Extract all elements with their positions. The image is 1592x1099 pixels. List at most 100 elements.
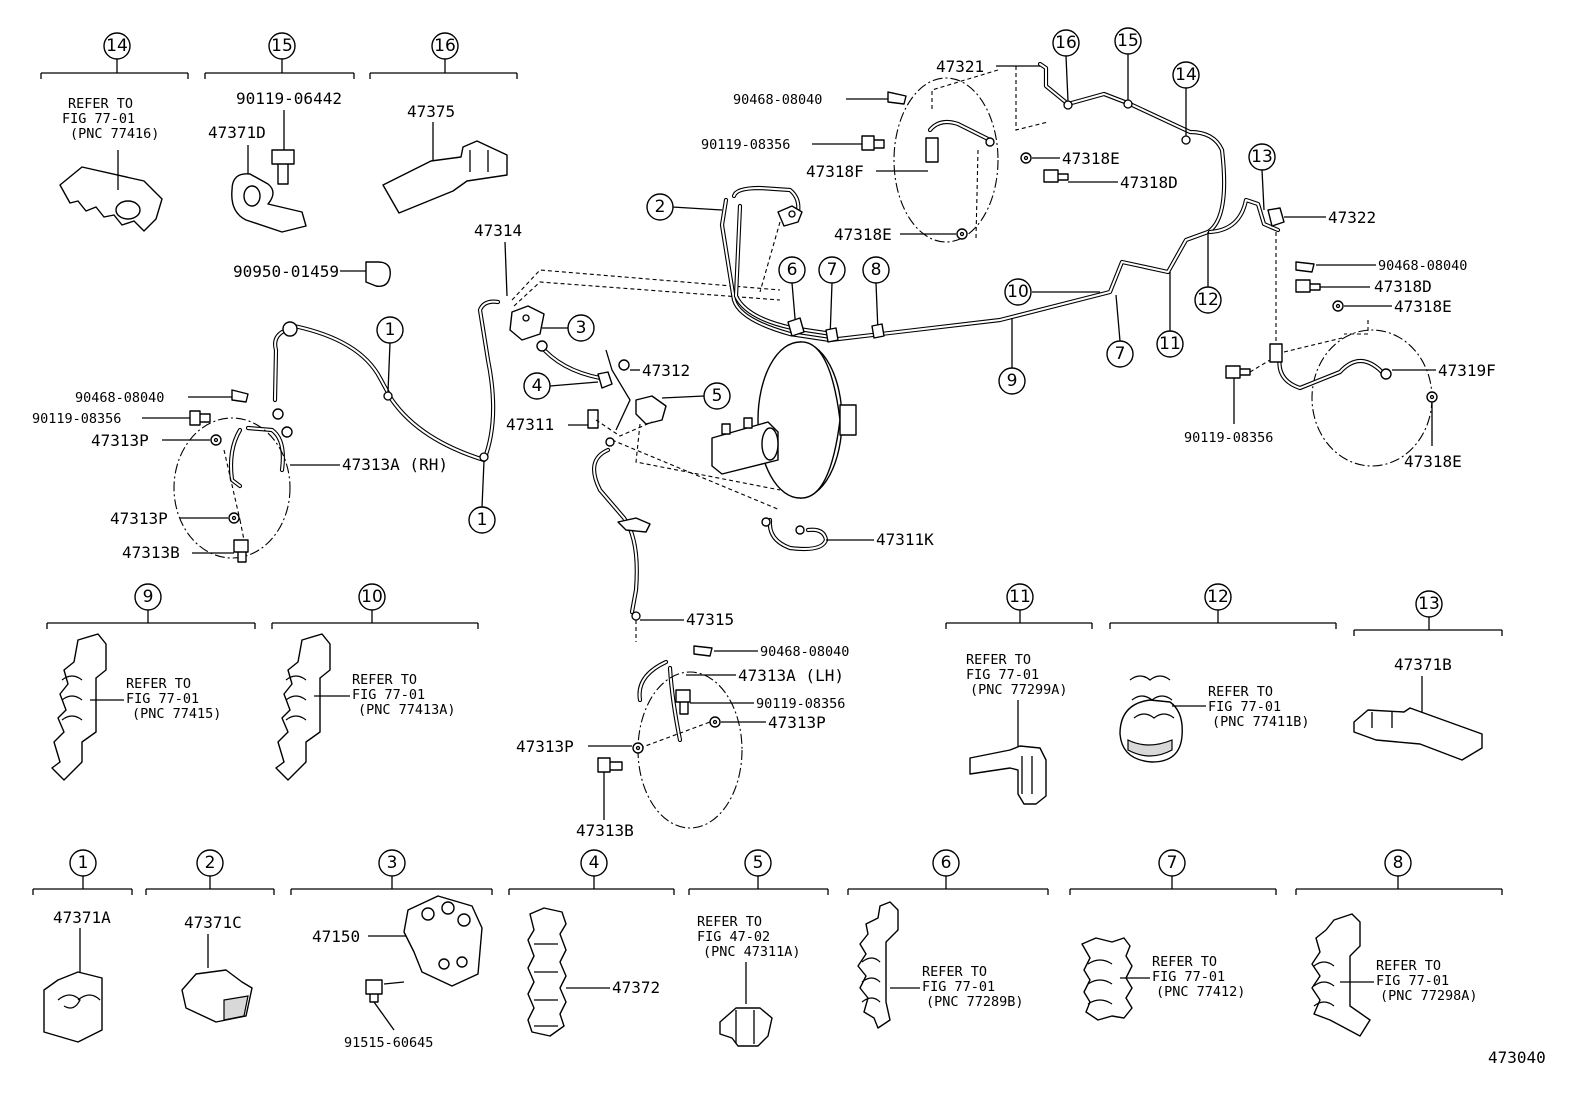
note-fig: FIG 77-01 <box>1376 973 1449 989</box>
callout-number: 14 <box>106 36 128 56</box>
callout-circle <box>468 506 496 534</box>
part-label: 90468-08040 <box>760 644 849 660</box>
part-label: 90468-08040 <box>733 92 822 108</box>
part-label: 47318E <box>1394 297 1452 316</box>
callout-number: 8 <box>871 260 882 280</box>
fitting-icon <box>282 321 298 337</box>
callout-number: 8 <box>1393 853 1404 873</box>
note-fig: FIG 77-01 <box>922 979 995 995</box>
part-label: 47371D <box>208 123 266 142</box>
block-icon <box>509 305 545 341</box>
bolt-icon <box>861 135 885 151</box>
callout-number: 5 <box>712 386 723 406</box>
callout-number: 1 <box>78 853 89 873</box>
callout-circle <box>103 32 131 60</box>
callout-number: 15 <box>1117 31 1139 51</box>
part-label: 47314 <box>474 221 522 240</box>
part-label: 47318E <box>1062 149 1120 168</box>
bolt-icon <box>597 757 623 773</box>
note-pnc: (PNC 77415) <box>132 706 221 722</box>
callout-circle <box>378 849 406 877</box>
bolt-icon <box>233 539 249 563</box>
brake-booster: 47311K <box>711 341 934 552</box>
note-pnc: (PNC 77411B) <box>1212 714 1310 730</box>
callout-circle <box>1114 27 1142 55</box>
part-label: 47313B <box>576 821 634 840</box>
part-label: 90950-01459 <box>233 262 339 281</box>
callout-circle <box>1172 61 1200 89</box>
part-label: 47313P <box>91 431 149 450</box>
note-refer: REFER TO <box>922 964 987 980</box>
part-label: 47318E <box>1404 452 1462 471</box>
clamp-hole-icon <box>243 185 261 207</box>
callout-circle <box>703 382 731 410</box>
fitting-icon <box>536 340 548 352</box>
bolt-icon <box>1043 169 1069 183</box>
bracket-icon <box>382 140 508 214</box>
callout-number: 9 <box>1007 371 1018 391</box>
note-refer: REFER TO <box>966 652 1031 668</box>
clamp-icon <box>231 173 307 233</box>
bolt-icon <box>365 979 383 1003</box>
clamp-icon <box>51 633 107 781</box>
bolt-icon <box>587 409 599 429</box>
note-pnc: (PNC 77416) <box>70 126 159 142</box>
callout-circle <box>998 367 1026 395</box>
note-pnc: (PNC 77289B) <box>926 994 1024 1010</box>
callout-circle <box>1204 583 1232 611</box>
note-refer: REFER TO <box>68 96 133 112</box>
callout-number: 4 <box>589 853 600 873</box>
part-label: 47318D <box>1120 173 1178 192</box>
part-label: 47312 <box>642 361 690 380</box>
callout-number: 13 <box>1418 594 1440 614</box>
callout-circle <box>580 849 608 877</box>
part-label: 90119-08356 <box>756 696 845 712</box>
bolt-icon <box>675 689 691 715</box>
callout-number: 10 <box>1007 282 1029 302</box>
fitting-icon <box>795 525 805 535</box>
note-fig: FIG 77-01 <box>352 687 425 703</box>
callout-number: 11 <box>1009 587 1031 607</box>
callout-number: 4 <box>532 376 543 396</box>
group-15: 15 90119-06442 47371D <box>204 32 355 233</box>
clip-icon <box>693 645 713 657</box>
callout-number: 11 <box>1159 334 1181 354</box>
callout-number: 12 <box>1207 587 1229 607</box>
group-6: 6 REFER TO FIG 77-01 (PNC 77289B) <box>847 849 1049 1029</box>
group-4: 4 47372 <box>508 849 675 1037</box>
clip-icon <box>1295 261 1315 273</box>
part-label: 47313A (RH) <box>342 455 448 474</box>
clamp-hole-icon <box>115 200 141 220</box>
block-icon <box>635 395 667 425</box>
callout-circle <box>818 256 846 284</box>
part-label: 47371A <box>53 908 111 927</box>
bolt-icon <box>271 149 295 185</box>
callout-circle <box>932 849 960 877</box>
group-2: 2 47371C <box>145 849 275 1023</box>
bolt-icon <box>1225 365 1251 379</box>
clip-icon <box>887 91 907 105</box>
fitting-icon <box>618 359 630 371</box>
part-label: 47313P <box>110 509 168 528</box>
bolt-icon <box>189 410 211 426</box>
group-8: 8 REFER TO FIG 77-01 (PNC 77298A) <box>1295 849 1503 1037</box>
part-label: 47311 <box>506 415 554 434</box>
note-fig: FIG 77-01 <box>62 111 135 127</box>
callout-number: 3 <box>387 853 398 873</box>
master-cylinder-icon <box>711 421 779 475</box>
fitting-icon <box>985 137 995 147</box>
clip-icon <box>231 389 249 403</box>
callout-number: 7 <box>827 260 838 280</box>
clip-icon <box>365 261 391 287</box>
fitting-icon <box>605 437 615 447</box>
hose-fitting-icon <box>1269 343 1283 363</box>
part-label: 47318D <box>1374 277 1432 296</box>
callout-number: 6 <box>941 853 952 873</box>
part-label: 47322 <box>1328 208 1376 227</box>
callout-circle <box>1106 340 1134 368</box>
union-icon <box>1267 207 1285 227</box>
group-16: 16 47375 <box>369 32 518 214</box>
callout-number: 14 <box>1175 65 1197 85</box>
callout-circle <box>1004 278 1032 306</box>
